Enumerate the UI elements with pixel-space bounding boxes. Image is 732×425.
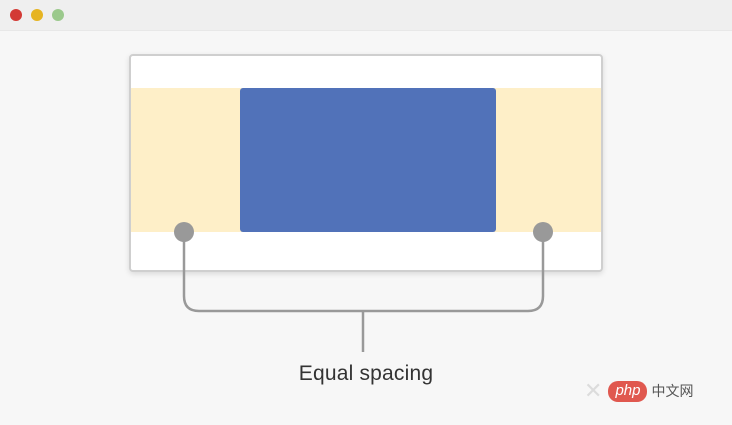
site-watermark: ✕ php 中文网 [584, 378, 693, 404]
watermark-logo-icon: ✕ [584, 378, 603, 404]
minimize-window-button[interactable] [31, 9, 43, 21]
layout-container [129, 54, 603, 272]
watermark-site-text: 中文网 [651, 384, 694, 400]
close-window-button[interactable] [10, 9, 22, 21]
window-titlebar [0, 0, 732, 31]
watermark-badge: php [608, 380, 648, 402]
centered-block [240, 88, 496, 232]
maximize-window-button[interactable] [52, 9, 64, 21]
diagram-caption: Equal spacing [298, 362, 434, 385]
